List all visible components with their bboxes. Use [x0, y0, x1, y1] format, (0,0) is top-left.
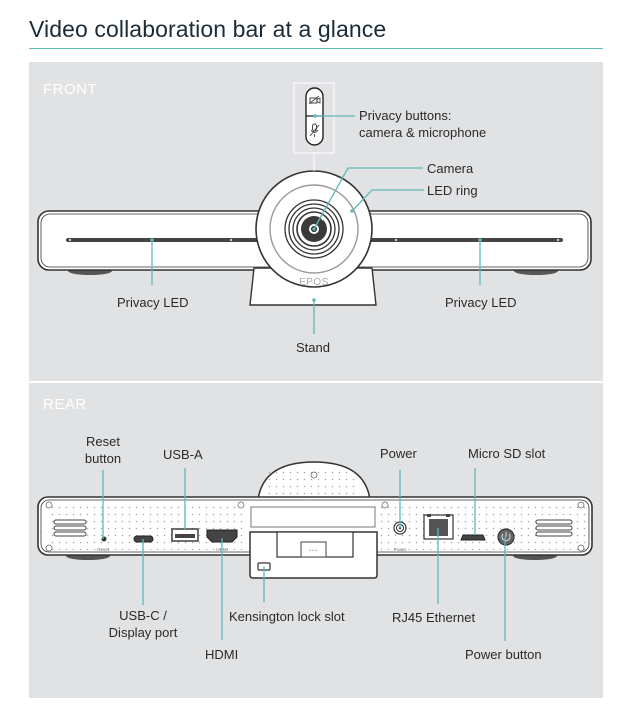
- microphone-off-icon[interactable]: [309, 123, 320, 137]
- label-privacy-buttons: Privacy buttons: camera & microphone: [359, 107, 486, 141]
- label-privacy-buttons-line1: Privacy buttons:: [359, 108, 452, 123]
- page-title: Video collaboration bar at a glance: [29, 16, 387, 42]
- label-power: Power: [380, 446, 417, 461]
- front-section-label: FRONT: [43, 81, 98, 98]
- mount-bracket: • • •: [249, 531, 378, 579]
- label-privacy-led-left: Privacy LED: [117, 295, 189, 310]
- label-usb-a: USB-A: [163, 447, 203, 462]
- rear-callout-lines: [102, 468, 506, 641]
- label-privacy-buttons-line2: camera & microphone: [359, 125, 487, 140]
- front-callout-lines: [151, 115, 481, 334]
- label-micro-sd: Micro SD slot: [468, 446, 546, 461]
- mount-slot: [250, 506, 376, 528]
- label-stand: Stand: [296, 340, 330, 355]
- label-kensington: Kensington lock slot: [229, 609, 345, 624]
- usb-a-port[interactable]: [171, 528, 199, 542]
- svg-text:• • •: • • •: [309, 548, 317, 554]
- svg-text:Power: Power: [394, 547, 407, 552]
- label-power-button: Power button: [465, 647, 542, 662]
- label-usb-c-line1: USB-C /: [119, 608, 167, 623]
- label-camera: Camera: [427, 161, 474, 176]
- micro-sd-slot[interactable]: [460, 534, 486, 541]
- hdmi-port[interactable]: [206, 529, 238, 543]
- svg-text:Reset: Reset: [97, 547, 110, 552]
- label-reset-button: Reset button: [78, 433, 128, 467]
- vent-left: [53, 519, 87, 537]
- label-usb-c: USB-C / Display port: [100, 607, 186, 641]
- label-rj45: RJ45 Ethernet: [392, 610, 476, 625]
- label-reset-line1: Reset: [86, 434, 120, 449]
- camera-off-icon[interactable]: [308, 95, 321, 105]
- reset-button[interactable]: [101, 536, 107, 542]
- label-usb-c-line2: Display port: [108, 625, 178, 640]
- label-led-ring: LED ring: [427, 183, 478, 198]
- label-privacy-led-right: Privacy LED: [445, 295, 517, 310]
- label-hdmi: HDMI: [205, 647, 239, 662]
- rear-section-label: REAR: [43, 396, 87, 413]
- label-reset-line2: button: [84, 451, 122, 466]
- power-button[interactable]: [497, 528, 515, 546]
- vent-right: [535, 519, 573, 537]
- led-ring: [269, 184, 359, 274]
- title-divider: [29, 48, 603, 49]
- brand-mark: EPOS: [299, 277, 329, 288]
